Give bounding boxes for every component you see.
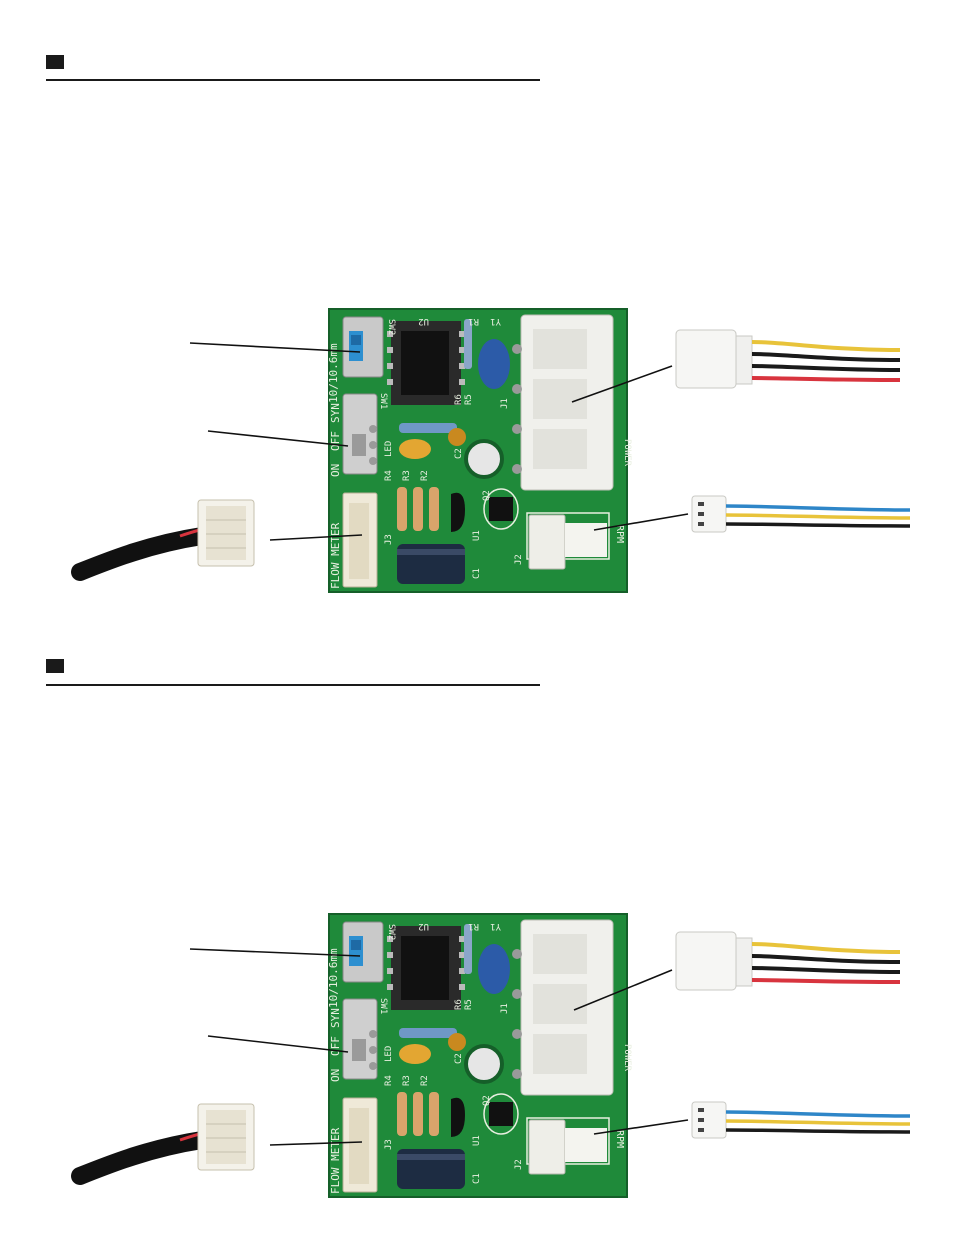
label-rpm: RPM [614, 1130, 625, 1148]
callout-line-rpm [593, 1119, 689, 1135]
section-2-rule [46, 684, 540, 686]
label-r3: R3 [402, 470, 412, 481]
circuit-board-photo: 10/10.6mm SW2 SW1 ON OFF SYN U2 R1 Y1 J1… [327, 307, 632, 594]
label-r5: R5 [464, 999, 474, 1010]
rpm-cable-photo [690, 494, 912, 534]
label-y1: Y1 [490, 316, 501, 326]
label-power: POWER [622, 1044, 632, 1072]
callout-line-j3 [269, 534, 363, 541]
label-u1: U1 [472, 530, 482, 541]
callout-line-rpm [593, 513, 689, 531]
label-j3: J3 [384, 534, 394, 545]
label-j2: J2 [514, 554, 524, 565]
label-u2: U2 [418, 316, 429, 326]
label-r4: R4 [384, 1075, 394, 1086]
label-off: OFF [329, 1036, 342, 1056]
label-r2: R2 [420, 1075, 430, 1086]
label-r6: R6 [454, 394, 464, 405]
label-rpm: RPM [614, 525, 625, 543]
label-j1: J1 [500, 1003, 510, 1014]
label-r3: R3 [402, 1075, 412, 1086]
label-syn: SYN [329, 1008, 342, 1028]
circuit-board-photo: 10/10.6mm SW2 SW1 ON OFF SYN U2 R1 Y1 J1… [327, 912, 632, 1199]
label-sw2: SW2 [386, 319, 396, 335]
section-2-marker [46, 659, 64, 673]
label-sw1: SW1 [378, 998, 388, 1014]
rpm-cable-photo [690, 1100, 912, 1140]
label-c2: C2 [454, 1053, 464, 1064]
label-q2: Q2 [482, 1095, 492, 1106]
label-r5: R5 [464, 394, 474, 405]
label-on: ON [329, 464, 342, 477]
label-u2: U2 [418, 921, 429, 931]
callout-line-sw1 [207, 1035, 349, 1053]
label-r1: R1 [468, 316, 479, 326]
label-c2: C2 [454, 448, 464, 459]
pcb-label: 10/10.6mm [327, 343, 340, 403]
callout-line-j3 [269, 1141, 363, 1146]
label-on: ON [329, 1069, 342, 1082]
figure-2: 10/10.6mm SW2 SW1 ON OFF SYN U2 R1 Y1 J1… [80, 912, 912, 1199]
power-cable-photo [674, 328, 902, 390]
callout-line-power [573, 969, 673, 1011]
label-sw2: SW2 [386, 924, 396, 940]
label-led: LED [384, 441, 394, 457]
label-sw1: SW1 [378, 393, 388, 409]
label-power: POWER [622, 439, 632, 467]
label-r4: R4 [384, 470, 394, 481]
label-r1: R1 [468, 921, 479, 931]
label-j1: J1 [500, 398, 510, 409]
flow-meter-cable-photo [80, 1104, 254, 1176]
label-y1: Y1 [490, 921, 501, 931]
label-off: OFF [329, 431, 342, 451]
label-j2: J2 [514, 1159, 524, 1170]
label-q2: Q2 [482, 490, 492, 501]
label-syn: SYN [329, 403, 342, 423]
label-r6: R6 [454, 999, 464, 1010]
label-c1: C1 [472, 1173, 482, 1184]
power-cable-photo [674, 930, 902, 992]
label-flow-meter: FLOW METER [329, 1127, 342, 1194]
callout-line-sw2 [189, 948, 361, 957]
label-u1: U1 [472, 1135, 482, 1146]
flow-meter-cable-photo [80, 500, 254, 572]
label-c1: C1 [472, 568, 482, 579]
figure-1: 10/10.6mm SW2 SW1 ON OFF SYN U2 R1 Y1 J1… [80, 307, 912, 594]
label-r2: R2 [420, 470, 430, 481]
callout-line-sw1 [207, 430, 349, 447]
label-flow-meter: FLOW METER [329, 522, 342, 589]
pcb-label: 10/10.6mm [327, 948, 340, 1008]
label-j3: J3 [384, 1139, 394, 1150]
section-1-rule [46, 79, 540, 81]
callout-line-power [571, 365, 673, 403]
section-1-marker [46, 55, 64, 69]
label-led: LED [384, 1046, 394, 1062]
callout-line-sw2 [189, 342, 361, 353]
